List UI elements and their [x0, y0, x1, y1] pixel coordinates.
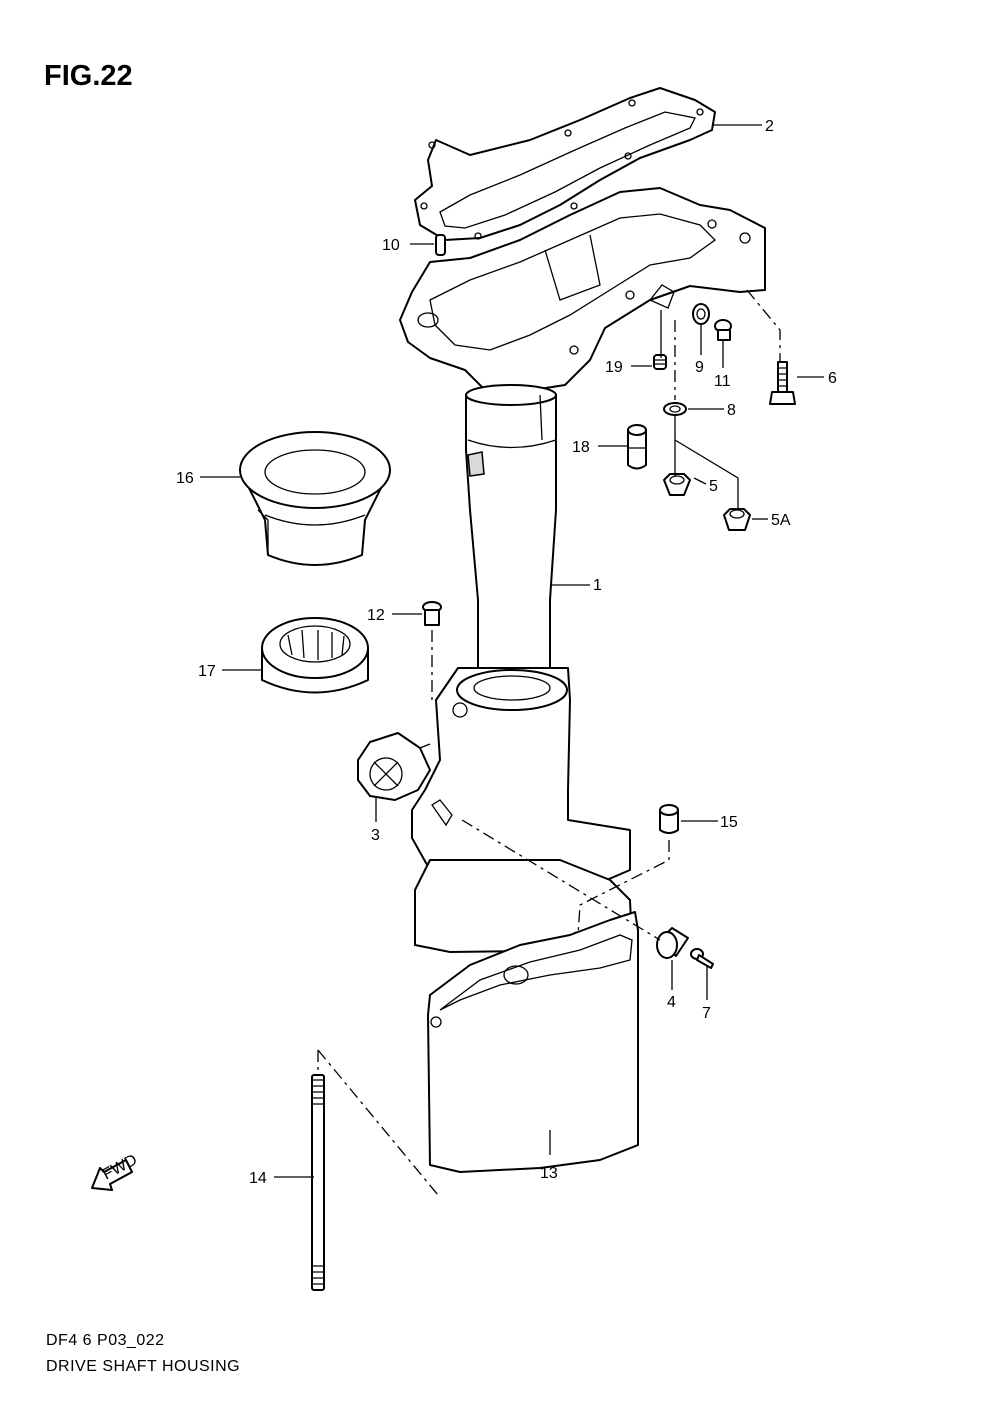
callout-13: 13	[540, 1165, 558, 1182]
part-11-plug	[714, 319, 732, 341]
callout-19: 19	[605, 359, 623, 376]
leader-lines	[200, 124, 824, 1178]
part-13-lower-case	[427, 911, 639, 1173]
callout-14: 14	[249, 1170, 267, 1187]
callout-11: 11	[714, 373, 731, 390]
part-6-bolt	[769, 361, 796, 405]
housing-top-plate	[399, 187, 766, 393]
part-7-screw	[690, 948, 714, 969]
callout-8: 8	[727, 402, 736, 419]
callout-7: 7	[702, 1005, 711, 1022]
part-18-grommet	[627, 424, 647, 470]
callout-12: 12	[367, 607, 385, 624]
callout-18: 18	[572, 439, 590, 456]
callout-17: 17	[198, 663, 216, 680]
part-2-gasket	[414, 87, 716, 241]
part-12-plug	[422, 601, 442, 626]
callout-5a: 5A	[771, 512, 791, 529]
callout-labels: 2 1 3 4 5 5A 6 7 8 9 10 11 12 13 14 15 1…	[176, 118, 837, 1187]
part-5a-nut	[723, 508, 751, 531]
lower-housing	[411, 667, 633, 953]
part-1-drive-shaft-housing	[465, 384, 557, 691]
callout-15: 15	[720, 814, 738, 831]
callout-3: 3	[371, 827, 380, 844]
part-4-spacer	[656, 927, 689, 959]
part-17-bushing	[261, 617, 369, 694]
callout-4: 4	[667, 994, 676, 1011]
callout-1: 1	[593, 577, 602, 594]
callout-9: 9	[695, 359, 704, 376]
figure-title: FIG.22	[44, 60, 133, 92]
callout-6: 6	[828, 370, 837, 387]
part-15-collar	[659, 804, 679, 834]
fwd-arrow-icon: FWD	[91, 1151, 140, 1191]
part-5-nut	[663, 473, 691, 496]
part-16-mount-rubber	[239, 431, 391, 566]
part-9-washer	[692, 303, 710, 325]
callout-10: 10	[382, 237, 400, 254]
diagram-code: DF4 6 P03_022	[46, 1332, 165, 1349]
dash-lines	[317, 289, 781, 1196]
part-14-stud-bolt	[311, 1074, 325, 1291]
diagram-name: DRIVE SHAFT HOUSING	[46, 1358, 241, 1375]
callout-5: 5	[709, 478, 718, 495]
callout-2: 2	[765, 118, 774, 135]
part-19-screw	[653, 354, 667, 370]
callout-16: 16	[176, 470, 194, 487]
part-10-pin	[435, 234, 446, 256]
part-8-washer	[663, 402, 687, 416]
part-3-cover	[357, 732, 431, 801]
